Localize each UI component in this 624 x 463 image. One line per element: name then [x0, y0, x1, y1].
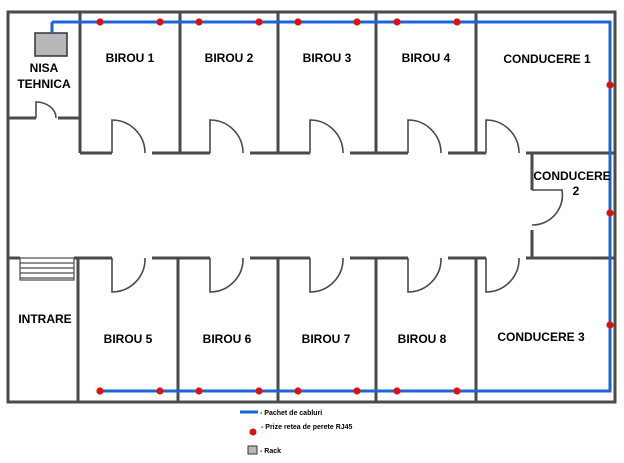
legend-socket-label: - Prize retea de perete RJ45 — [261, 424, 353, 431]
entrance-stairs — [19, 257, 75, 281]
socket-bottom-4 — [255, 387, 263, 395]
label-nisa-line2: TEHNICA — [17, 77, 71, 91]
socket-bottom-1 — [96, 387, 104, 395]
door-birou3 — [309, 119, 344, 154]
socket-top-5 — [294, 18, 302, 26]
legend-rack-swatch — [247, 445, 258, 455]
door-conducere1 — [485, 119, 520, 154]
label-birou4: BIROU 4 — [402, 51, 451, 65]
socket-top-3 — [195, 18, 203, 26]
door-birou4 — [407, 119, 442, 154]
socket-top-6 — [353, 18, 361, 26]
label-conducere2-line2: 2 — [573, 184, 580, 198]
socket-top-7 — [393, 18, 401, 26]
label-birou2: BIROU 2 — [205, 51, 254, 65]
rack-icon — [34, 32, 68, 57]
socket-bottom-3 — [195, 387, 203, 395]
label-conducere1: CONDUCERE 1 — [503, 52, 591, 66]
door-birou7 — [309, 257, 344, 293]
door-birou5 — [111, 257, 146, 293]
socket-bottom-8 — [453, 387, 461, 395]
door-birou2 — [209, 119, 244, 154]
label-intrare: INTRARE — [18, 312, 71, 326]
walls — [6, 10, 617, 404]
label-birou7: BIROU 7 — [302, 332, 351, 346]
doors — [35, 101, 564, 293]
door-nisa — [35, 101, 57, 119]
label-birou1: BIROU 1 — [106, 51, 155, 65]
socket-bottom-6 — [353, 387, 361, 395]
door-conducere3 — [485, 257, 520, 293]
label-nisa-line1: NISA — [30, 61, 59, 75]
label-birou3: BIROU 3 — [303, 51, 352, 65]
legend-rack-label: - Rack — [260, 448, 281, 455]
legend: - Pachet de cabluri - Prize retea de per… — [240, 410, 353, 455]
legend-socket-swatch — [249, 428, 257, 436]
socket-bottom-7 — [393, 387, 401, 395]
socket-top-4 — [255, 18, 263, 26]
socket-right-2 — [606, 209, 614, 217]
sockets — [96, 18, 614, 395]
label-conducere2-line1: CONDUCERE — [533, 169, 610, 183]
socket-top-8 — [453, 18, 461, 26]
label-birou5: BIROU 5 — [104, 332, 153, 346]
door-birou1 — [111, 119, 146, 154]
door-birou8 — [407, 257, 442, 293]
door-birou6 — [209, 257, 244, 293]
label-conducere3: CONDUCERE 3 — [497, 330, 585, 344]
legend-cable-label: - Pachet de cabluri — [260, 410, 322, 417]
socket-right-3 — [606, 321, 614, 329]
label-birou6: BIROU 6 — [203, 332, 252, 346]
socket-bottom-2 — [156, 387, 164, 395]
socket-top-1 — [96, 18, 104, 26]
room-labels: NISA TEHNICA BIROU 1 BIROU 2 BIROU 3 BIR… — [17, 51, 610, 346]
socket-bottom-5 — [294, 387, 302, 395]
door-conducere2 — [531, 189, 564, 226]
socket-right-1 — [606, 81, 614, 89]
outer-wall — [6, 10, 617, 404]
socket-top-2 — [156, 18, 164, 26]
label-birou8: BIROU 8 — [398, 332, 447, 346]
